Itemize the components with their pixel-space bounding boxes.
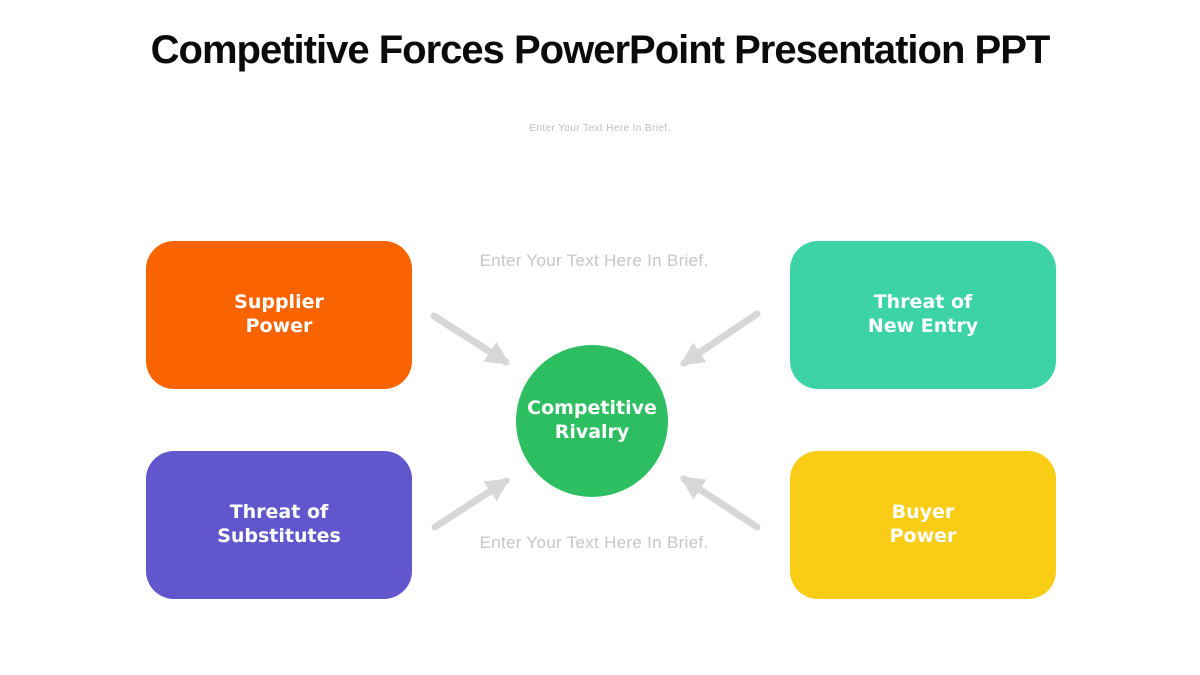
center-circle-competitive-rivalry: Competitive Rivalry [516,345,668,497]
box-threat-of-substitutes: Threat of Substitutes [146,451,412,599]
arrow-buyer-to-center [680,475,761,531]
box-buyer-power: Buyer Power [790,451,1056,599]
box-supplier-power-label: Supplier Power [234,291,324,337]
center-circle-label: Competitive Rivalry [527,397,657,443]
arrow-supplier-to-center [430,312,511,366]
arrow-new-entry-to-center [680,310,761,367]
box-threat-of-new-entry-label: Threat of New Entry [867,291,979,337]
arrow-substitutes-to-center [431,477,510,531]
box-threat-of-substitutes-label: Threat of Substitutes [217,501,341,547]
box-threat-of-new-entry: Threat of New Entry [790,241,1056,389]
slide-title: Competitive Forces PowerPoint Presentati… [150,28,1051,72]
placeholder-text-top: Enter Your Text Here In Brief. [479,251,709,270]
placeholder-text-bottom: Enter Your Text Here In Brief. [479,533,709,552]
box-buyer-power-label: Buyer Power [889,501,957,547]
subtitle-placeholder: Enter Your Text Here In Brief. [529,123,671,134]
box-supplier-power: Supplier Power [146,241,412,389]
